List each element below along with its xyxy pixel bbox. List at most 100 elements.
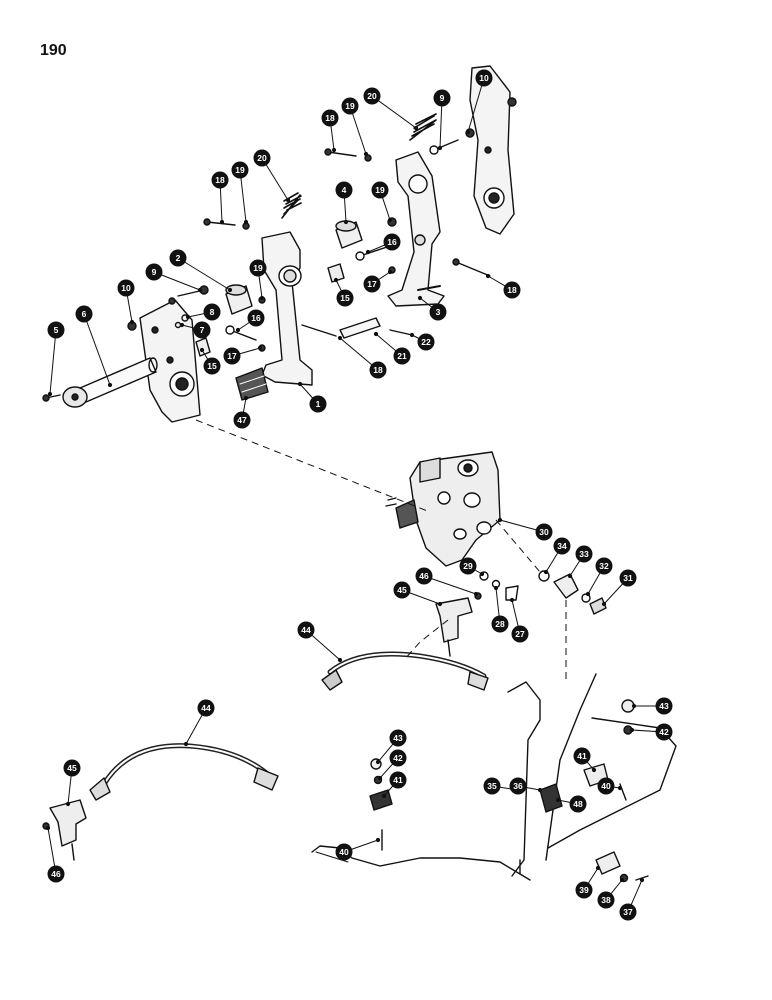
- leader-line-2: [177, 257, 231, 291]
- callout-45: 45: [63, 759, 81, 777]
- bolt-16-right: [359, 245, 391, 257]
- callout-label: 34: [557, 541, 567, 551]
- callout-label: 10: [121, 283, 131, 293]
- leader-dot-46: [473, 591, 479, 597]
- nut-10-left: [168, 297, 176, 305]
- callout-label: 17: [227, 351, 237, 361]
- callout-label: 9: [440, 93, 445, 103]
- callout-label: 37: [623, 907, 633, 917]
- right-bracket: [469, 65, 515, 235]
- leader-dot-43: [631, 703, 637, 709]
- leader-dot-17: [257, 345, 263, 351]
- callout-label: 38: [601, 895, 611, 905]
- leader-dot-17: [387, 269, 393, 275]
- leader-line-46: [423, 575, 477, 595]
- leader-dot-27: [509, 597, 515, 603]
- right-pedal: [387, 151, 445, 307]
- bolt-18-right-lower: [455, 261, 491, 277]
- callout-label: 1: [316, 399, 321, 409]
- leader-dot-36: [537, 787, 543, 793]
- callout-label: 27: [515, 629, 525, 639]
- parts-layer: [42, 65, 677, 883]
- callout-17: 17: [363, 275, 381, 293]
- dash-valve-to-fitting: [495, 519, 541, 573]
- leader-dot-42: [377, 775, 383, 781]
- callout-circle: [417, 333, 435, 351]
- callout-7: 7: [193, 321, 211, 339]
- right-bolt-18-head: [324, 148, 332, 156]
- page-number: 190: [40, 42, 67, 59]
- callout-label: 48: [573, 799, 583, 809]
- hose-44-upper: [321, 651, 489, 691]
- leader-dot-15: [199, 347, 205, 353]
- bolt-27: [505, 585, 519, 601]
- callout-41: 41: [573, 747, 591, 765]
- callout-31: 31: [619, 569, 637, 587]
- left-pedal: [235, 231, 313, 401]
- leader-dot-40: [617, 785, 623, 791]
- callout-circle: [415, 567, 433, 585]
- leader-dot-18: [485, 273, 491, 279]
- callout-circle: [203, 357, 221, 375]
- callout-43: 43: [389, 729, 407, 747]
- leader-dot-41: [591, 767, 597, 773]
- leader-dot-3: [417, 295, 423, 301]
- callout-10: 10: [117, 279, 135, 297]
- callout-38: 38: [597, 891, 615, 909]
- callout-label: 5: [54, 325, 59, 335]
- callout-circle: [341, 97, 359, 115]
- callout-19: 19: [249, 259, 267, 277]
- callout-circle: [145, 263, 163, 281]
- callout-33: 33: [575, 545, 593, 563]
- callout-16: 16: [247, 309, 265, 327]
- bushing-15-left: [195, 337, 211, 357]
- callout-circle: [297, 621, 315, 639]
- callout-label: 6: [82, 309, 87, 319]
- callout-label: 19: [235, 165, 245, 175]
- callout-circle: [47, 321, 65, 339]
- callout-8: 8: [203, 303, 221, 321]
- callout-label: 33: [579, 549, 589, 559]
- leader-dot-20: [413, 125, 419, 131]
- callout-47: 47: [233, 411, 251, 429]
- leader-line-10: [467, 77, 485, 133]
- banjo-33: [553, 573, 579, 599]
- callout-circle: [169, 249, 187, 267]
- callout-21: 21: [393, 347, 411, 365]
- callout-circle: [655, 723, 673, 741]
- callout-label: 19: [253, 263, 263, 273]
- callout-label: 41: [393, 775, 403, 785]
- switch-45-lower: [42, 799, 87, 861]
- callout-circle: [573, 747, 591, 765]
- callout-circle: [429, 303, 447, 321]
- callout-40: 40: [335, 843, 353, 861]
- callout-label: 18: [373, 365, 383, 375]
- callout-label: 44: [201, 703, 211, 713]
- callout-label: 15: [207, 361, 217, 371]
- callout-circle: [475, 69, 493, 87]
- callout-15: 15: [203, 357, 221, 375]
- callout-48: 48: [569, 795, 587, 813]
- pivot-shaft: [62, 357, 158, 408]
- callout-label: 36: [513, 781, 523, 791]
- left-bolt-18: [203, 218, 236, 226]
- right-bushing: [335, 220, 363, 249]
- switch-45-upper: [435, 592, 482, 657]
- callout-20: 20: [253, 149, 271, 167]
- hose-44-lower: [89, 743, 279, 801]
- leader-dot-1: [297, 381, 303, 387]
- callout-label: 18: [215, 175, 225, 185]
- leader-dot-18: [337, 335, 343, 341]
- callout-circle: [503, 281, 521, 299]
- callout-34: 34: [553, 537, 571, 555]
- leader-dot-44: [337, 657, 343, 663]
- callout-label: 9: [152, 267, 157, 277]
- callout-circle: [203, 303, 221, 321]
- bushing-15-right: [327, 263, 345, 283]
- leader-dot-45: [437, 601, 443, 607]
- leader-dot-31: [601, 601, 607, 607]
- callout-circle: [393, 347, 411, 365]
- right-bolt-18: [327, 151, 357, 157]
- callout-18: 18: [321, 109, 339, 127]
- callout-3: 3: [429, 303, 447, 321]
